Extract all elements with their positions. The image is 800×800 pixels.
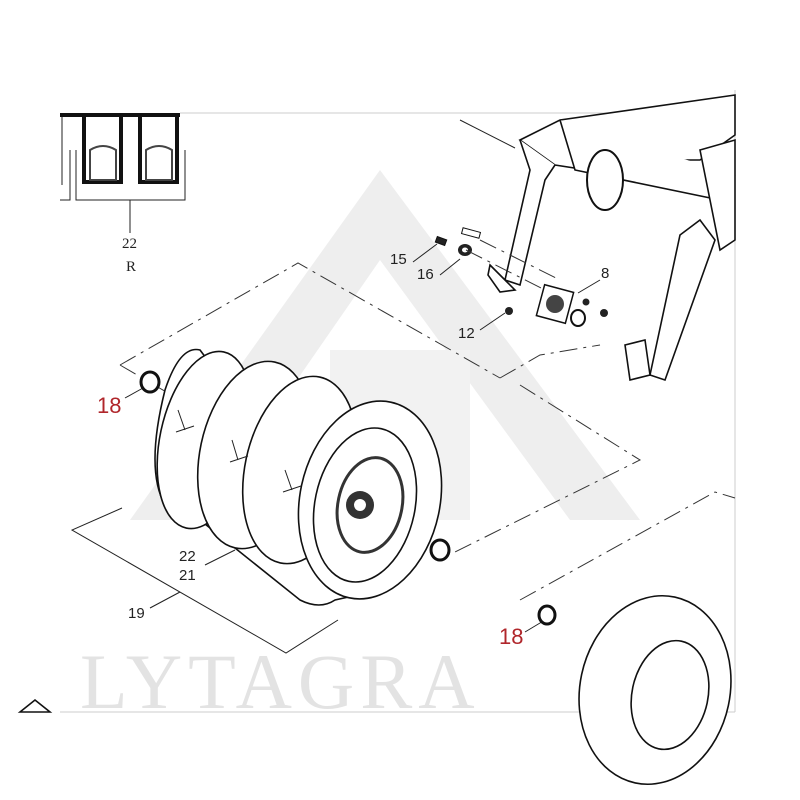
callout-19: 19 bbox=[128, 605, 145, 622]
dual-wheel-assembly bbox=[139, 348, 451, 606]
watermark-text: LYTAGRA bbox=[80, 638, 481, 725]
leader-lines bbox=[70, 119, 736, 654]
hardware bbox=[434, 227, 608, 327]
callout-21: 21 bbox=[179, 567, 196, 584]
frame-bracket bbox=[487, 94, 736, 382]
callouts: 15 16 8 12 18 22 21 19 18 bbox=[97, 251, 609, 649]
callout-12: 12 bbox=[458, 325, 475, 342]
inset-tire-section: 22 R bbox=[60, 113, 186, 275]
callout-15: 15 bbox=[390, 251, 407, 268]
second-wheel-partial bbox=[17, 594, 732, 786]
callout-8: 8 bbox=[601, 265, 609, 282]
callout-18-right: 18 bbox=[499, 624, 523, 649]
callout-22: 22 bbox=[179, 548, 196, 565]
inset-part-number: 22 bbox=[122, 236, 137, 252]
callout-16: 16 bbox=[417, 266, 434, 283]
callout-18-left: 18 bbox=[97, 393, 121, 418]
inset-side-label: R bbox=[126, 259, 136, 275]
